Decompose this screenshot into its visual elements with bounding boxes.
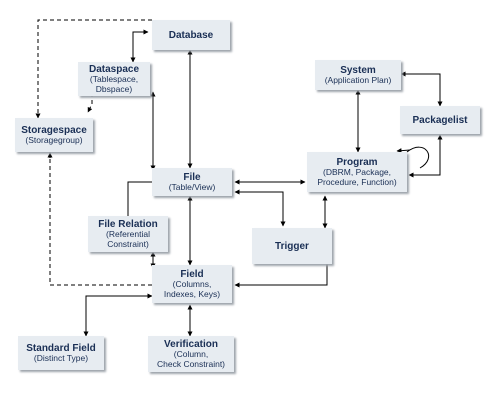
edge-program-self xyxy=(406,146,430,169)
edge-system-packagelist xyxy=(400,71,443,107)
node-standard-field[interactable]: Standard Field (Distinct Type) xyxy=(18,336,104,370)
node-field-title: Field xyxy=(180,269,204,280)
node-system-subtitle: (Application Plan) xyxy=(324,74,392,85)
edge-dataspace-storagespace xyxy=(87,86,93,113)
node-program-subtitle: (DBRM, Package, Procedure, Function) xyxy=(317,167,397,187)
node-file-title: File xyxy=(183,171,201,183)
node-storagespace-subtitle: (Storagegroup) xyxy=(25,134,83,145)
node-field[interactable]: Field (Columns, Indexes, Keys) xyxy=(152,265,232,303)
node-field-subtitle: (Columns, Indexes, Keys) xyxy=(163,279,221,299)
node-program[interactable]: Program (DBRM, Package, Procedure, Funct… xyxy=(307,152,407,192)
node-dataspace-subtitle: (Tablespace, Dbspace) xyxy=(89,74,139,94)
node-dataspace-title: Dataspace xyxy=(88,64,140,75)
solid-connectors xyxy=(83,29,443,337)
dashed-connectors xyxy=(35,19,152,286)
node-system[interactable]: System (Application Plan) xyxy=(315,60,401,90)
edge-database-storagespace xyxy=(35,19,152,119)
node-database-title: Database xyxy=(168,29,214,41)
node-verification-title: Verification xyxy=(164,339,218,350)
node-file-relation-title: File Relation xyxy=(98,219,158,230)
node-file-relation-subtitle: (Referential Constraint) xyxy=(106,229,150,249)
node-file[interactable]: File (Table/View) xyxy=(152,168,232,196)
node-dataspace[interactable]: Dataspace (Tablespace, Dbspace) xyxy=(78,62,150,96)
node-storagespace-title: Storagespace xyxy=(21,124,87,136)
node-verification[interactable]: Verification (Column, Check Constraint) xyxy=(148,336,234,372)
node-system-title: System xyxy=(340,64,376,76)
edge-dataspace-database xyxy=(130,29,149,63)
edge-file-trigger xyxy=(234,189,286,227)
edge-field-standardfield xyxy=(83,293,153,337)
node-file-relation[interactable]: File Relation (Referential Constraint) xyxy=(88,216,168,252)
node-packagelist-title: Packagelist xyxy=(412,114,468,126)
edge-file-filerelation xyxy=(127,181,152,216)
node-database[interactable]: Database xyxy=(152,20,230,50)
node-storagespace[interactable]: Storagespace (Storagegroup) xyxy=(15,118,93,152)
edge-program-packagelist xyxy=(408,134,443,178)
node-trigger-title: Trigger xyxy=(275,240,309,252)
edge-program-self-arrowhead xyxy=(396,148,411,154)
node-packagelist[interactable]: Packagelist xyxy=(400,106,480,134)
node-standard-field-subtitle: (Distinct Type) xyxy=(33,352,89,363)
node-program-title: Program xyxy=(336,157,378,168)
node-standard-field-title: Standard Field xyxy=(26,342,96,354)
node-file-subtitle: (Table/View) xyxy=(168,181,216,192)
node-verification-subtitle: (Column, Check Constraint) xyxy=(156,349,226,369)
edge-field-storagespace xyxy=(49,152,152,286)
node-trigger[interactable]: Trigger xyxy=(252,228,332,264)
